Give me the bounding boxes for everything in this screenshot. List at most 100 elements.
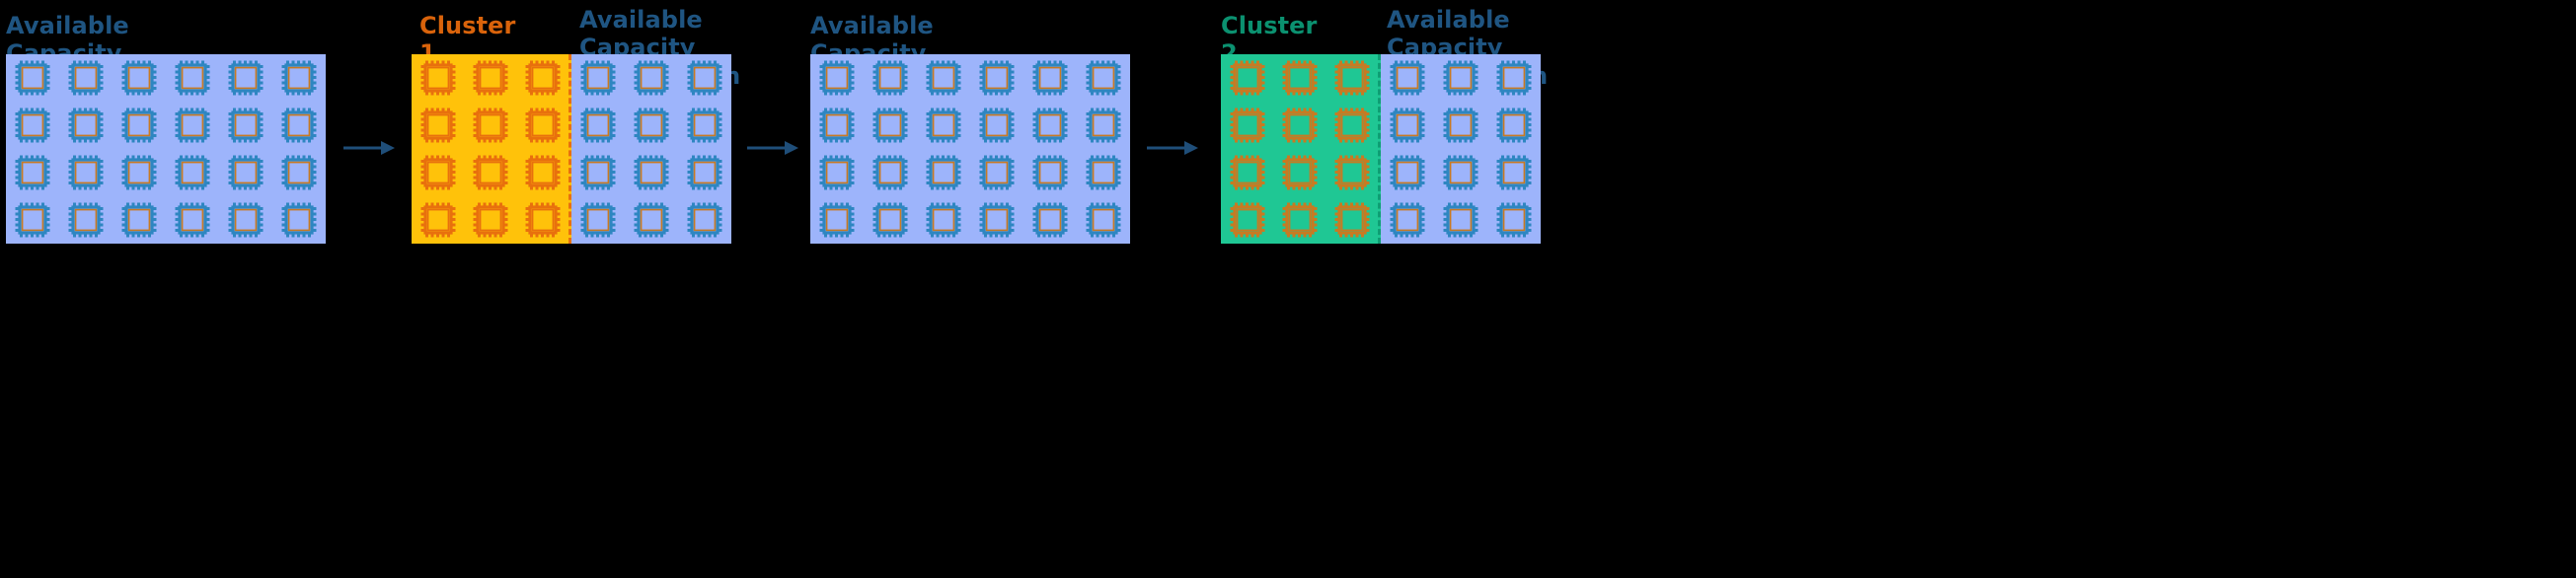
cpu-chip-icon [67,154,105,191]
cpu-chip-icon [280,107,318,144]
cpu-chip-icon [174,107,211,144]
cpu-chip-icon [633,201,670,239]
cpu-chip-icon [579,154,617,191]
capacity-slot [1326,102,1378,149]
cpu-chip-icon [472,59,509,97]
capacity-slot [1487,196,1541,244]
capacity-slot [272,102,326,149]
cpu-chip-icon [1085,154,1122,191]
capacity-slot [917,149,970,196]
cpu-chip-icon [1495,107,1533,144]
cluster-2-region [1221,54,1381,244]
cpu-chip-icon [1389,59,1426,97]
cpu-chip-icon [925,154,962,191]
capacity-slot [864,102,917,149]
capacity-slot [1434,149,1487,196]
capacity-slot [1326,149,1378,196]
cpu-chip-icon [14,154,51,191]
available-capacity-region [1381,54,1541,244]
cpu-chip-icon [1389,154,1426,191]
cpu-chip-icon [1442,59,1479,97]
capacity-slot [1487,102,1541,149]
cpu-chip-icon [1281,107,1319,144]
capacity-slot [1381,102,1434,149]
capacity-slot [516,149,568,196]
cpu-chip-icon [1333,59,1371,97]
cpu-chip-icon [1031,59,1069,97]
capacity-slot [864,149,917,196]
cpu-chip-icon [871,154,909,191]
cpu-chip-icon [227,201,265,239]
cpu-chip-icon [419,154,457,191]
cpu-chip-icon [871,107,909,144]
capacity-slot [571,196,625,244]
capacity-slot [464,196,516,244]
capacity-slot [113,54,166,102]
cpu-chip-icon [227,59,265,97]
cpu-chip-icon [120,201,158,239]
capacity-slot [516,102,568,149]
capacity-slot [464,102,516,149]
cluster-1-region [412,54,571,244]
cpu-chip-icon [1333,154,1371,191]
capacity-slot [1023,102,1077,149]
arrow-right-icon [343,141,395,162]
arrow-stage2-to-stage3 [747,138,798,158]
cpu-chip-icon [1281,154,1319,191]
capacity-slot [1434,196,1487,244]
cpu-chip-icon [280,154,318,191]
cpu-chip-icon [1031,107,1069,144]
cpu-chip-icon [524,107,562,144]
capacity-slot [571,102,625,149]
cpu-chip-icon [633,154,670,191]
cpu-chip-icon [120,59,158,97]
capacity-slot [1077,54,1130,102]
capacity-slot [917,102,970,149]
cpu-chip-icon [1229,154,1266,191]
capacity-slot [810,149,864,196]
cpu-chip-icon [579,201,617,239]
capacity-slot [219,196,272,244]
capacity-slot [625,102,678,149]
capacity-slot [970,54,1023,102]
cpu-chip-icon [818,107,856,144]
capacity-slot [1273,196,1326,244]
capacity-slot [272,149,326,196]
cpu-chip-icon [579,107,617,144]
cpu-chip-icon [1281,201,1319,239]
capacity-slot [1023,149,1077,196]
arrow-right-icon [1147,141,1198,162]
cpu-chip-icon [174,154,211,191]
arrow-stage1-to-stage2 [343,138,395,158]
cpu-chip-icon [686,59,723,97]
capacity-slot [219,149,272,196]
capacity-slot [412,149,464,196]
cpu-chip-icon [978,201,1016,239]
capacity-slot [412,196,464,244]
capacity-slot [272,196,326,244]
cpu-chip-icon [1031,154,1069,191]
cpu-chip-icon [120,154,158,191]
capacity-slot [59,149,113,196]
cpu-chip-icon [419,59,457,97]
capacity-slot [412,54,464,102]
capacity-slot [59,196,113,244]
cpu-chip-icon [14,201,51,239]
cpu-chip-icon [633,107,670,144]
capacity-slot [1381,54,1434,102]
cpu-chip-icon [1085,201,1122,239]
capacity-slot [1221,54,1273,102]
cpu-chip-icon [524,201,562,239]
capacity-slot [1221,196,1273,244]
cpu-chip-icon [472,107,509,144]
capacity-slot [864,54,917,102]
cpu-chip-icon [818,59,856,97]
capacity-slot [166,149,219,196]
capacity-slot [6,149,59,196]
cpu-chip-icon [419,201,457,239]
capacity-slot [625,196,678,244]
cpu-chip-icon [524,59,562,97]
capacity-slot [1023,196,1077,244]
capacity-slot [59,102,113,149]
